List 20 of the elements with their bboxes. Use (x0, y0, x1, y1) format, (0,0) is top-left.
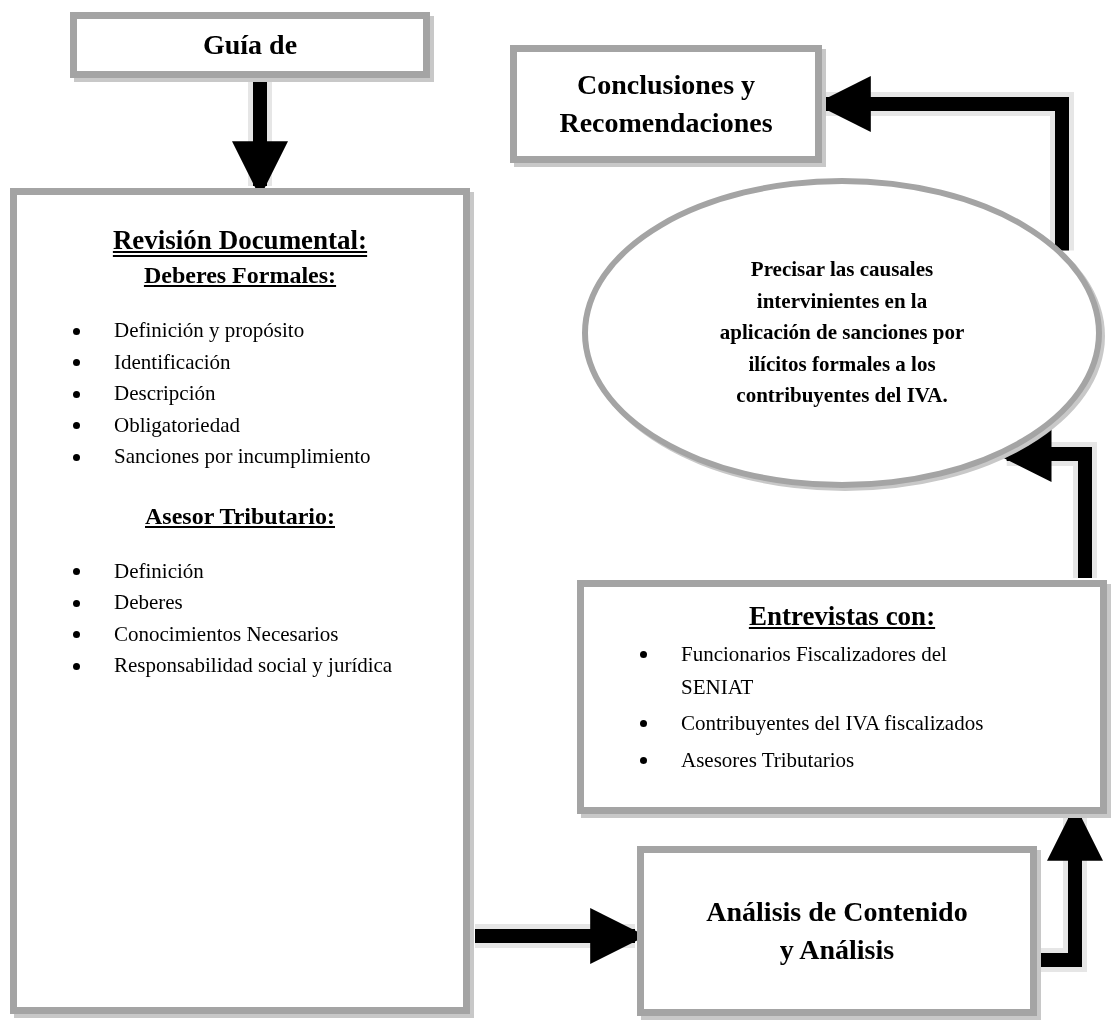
subheading: Asesor Tributario: (144, 501, 336, 531)
list-item: Responsabilidad social y jurídica (114, 652, 393, 680)
list-item: Contribuyentes del IVA fiscalizados (681, 710, 984, 738)
list-item: Identificación (114, 348, 231, 376)
list-item: Definición (114, 557, 204, 585)
list-item: Descripción (114, 380, 216, 408)
section-heading: Revisión Documental: (111, 224, 369, 257)
objective-text: Precisar las causales intervinientes en la aplicación de sanciones por ilícitos formales a los contribuyentes del IVA. (718, 256, 966, 410)
list-item: Definición y propósito (114, 317, 305, 345)
section-heading: Entrevistas con: (747, 600, 937, 633)
box-title: Análisis de Contenido y Análisis (705, 895, 969, 967)
list-item: Asesores Tributarios (681, 746, 855, 774)
list-item: Funcionarios Fiscalizadores del SENIAT (681, 641, 948, 701)
list-item: Obligatoriedad (114, 411, 240, 439)
list-item: Conocimientos Necesarios (114, 620, 339, 648)
list-item: Sanciones por incumplimiento (114, 443, 371, 471)
list-item: Deberes (114, 589, 183, 617)
subheading: Deberes Formales: (142, 261, 338, 291)
box-title: Conclusiones y Recomendaciones (558, 68, 774, 140)
box-title: Guía de (202, 28, 298, 63)
